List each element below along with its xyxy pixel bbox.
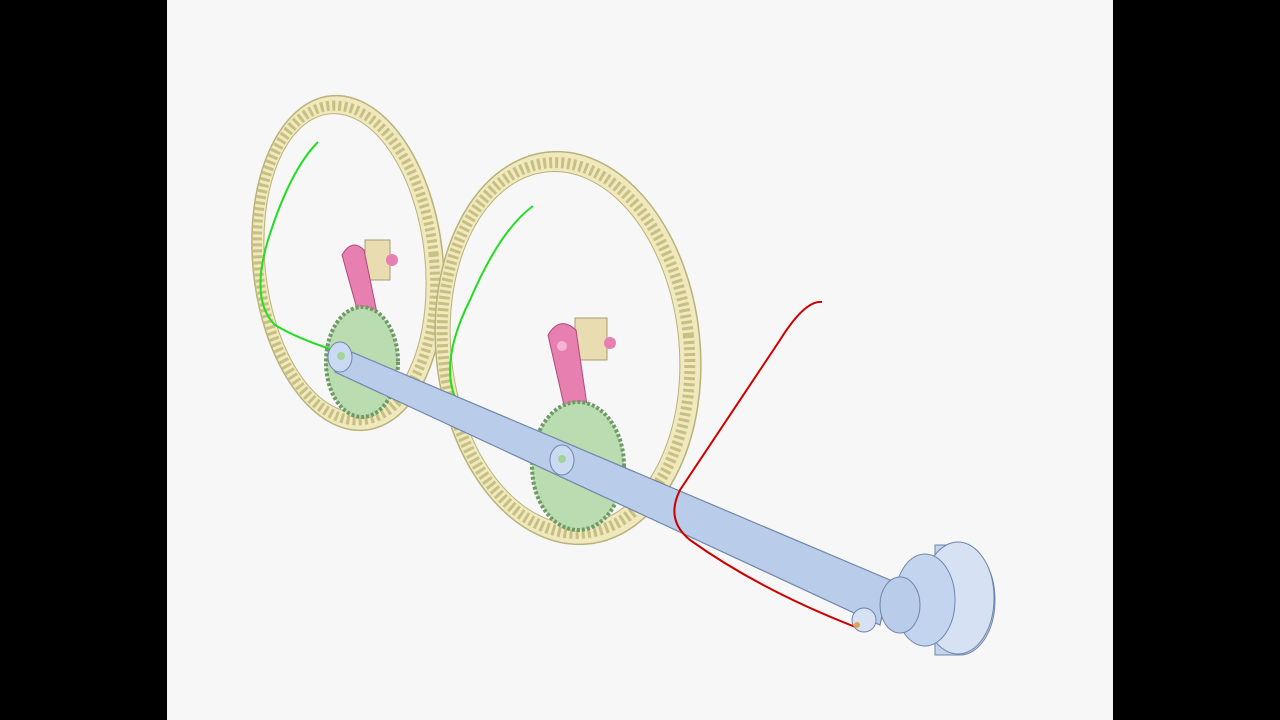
letterbox-right [1113,0,1280,720]
end-cylinder [851,541,996,656]
link-bar [327,341,891,626]
crank-arm-left [341,239,398,321]
crank-arm-right [547,317,616,415]
trace-curve-red [673,300,859,629]
trace-curve-left [259,141,341,353]
letterbox-left [0,0,167,720]
